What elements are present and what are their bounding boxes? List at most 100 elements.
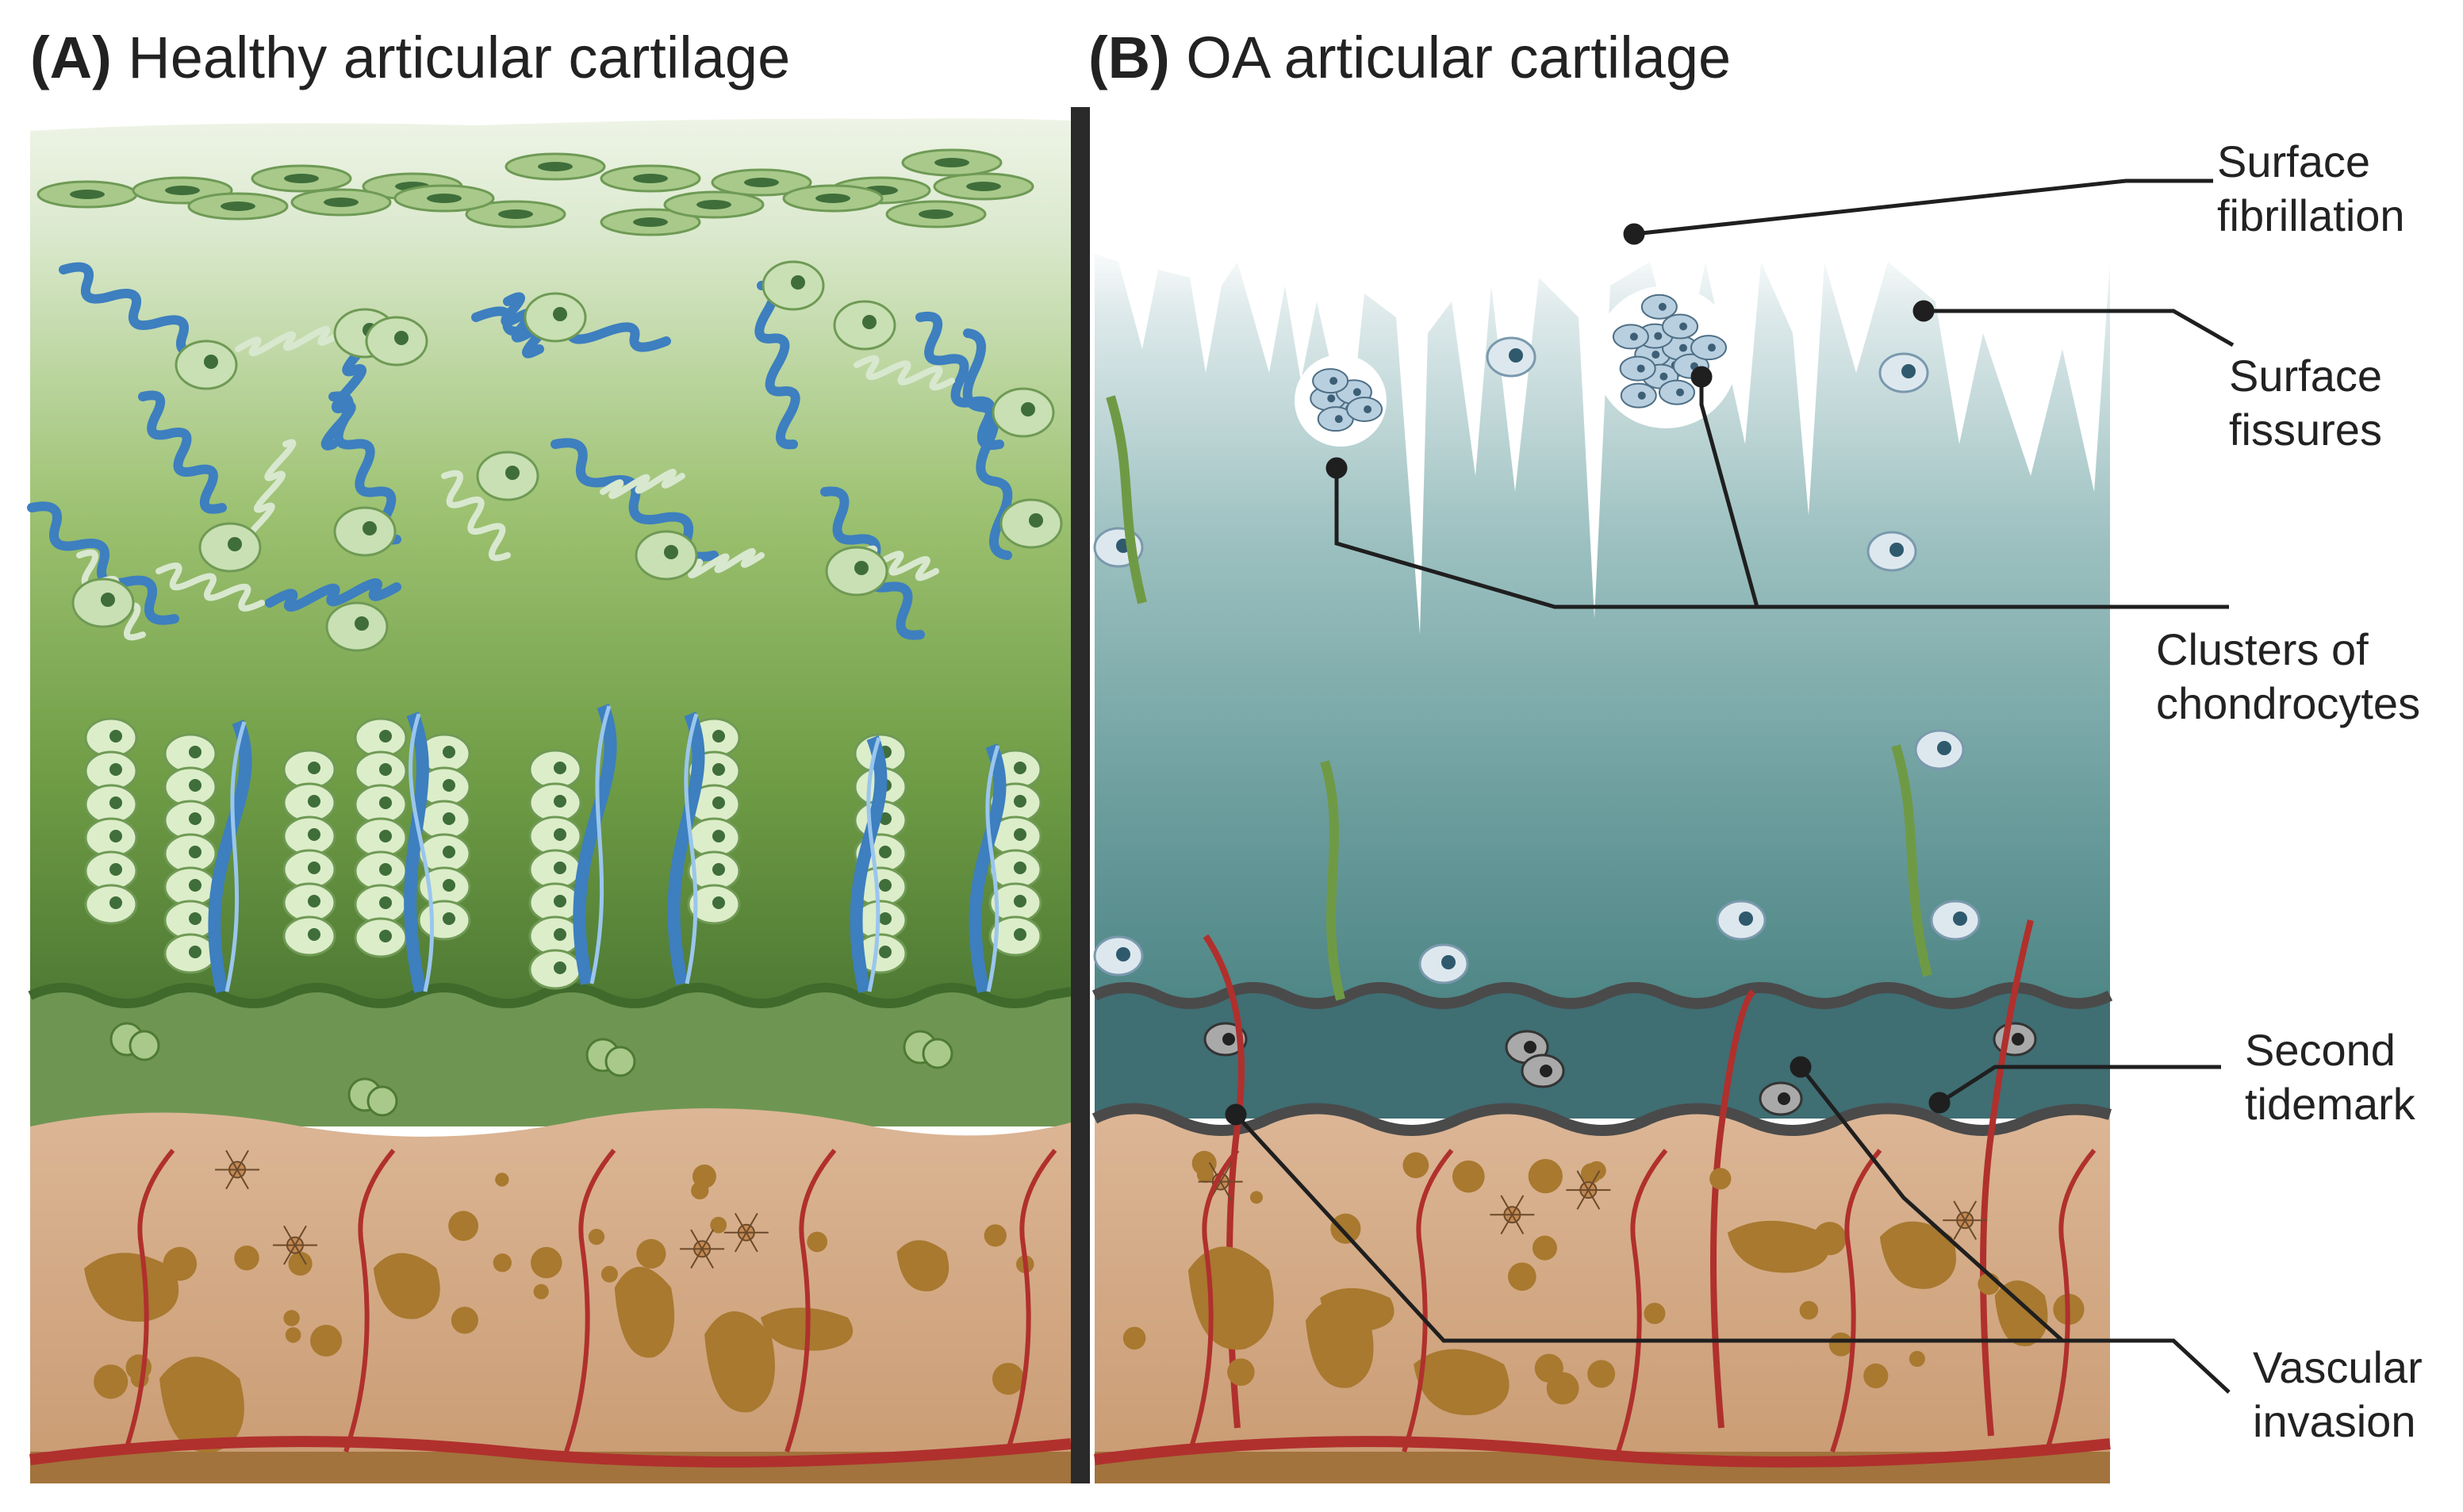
cell-nucleus xyxy=(308,795,320,808)
osteocyte-process xyxy=(1587,1170,1601,1191)
calcified-cell xyxy=(922,1038,953,1069)
cell-nucleus xyxy=(1116,947,1130,961)
oa-bone-features xyxy=(1094,1149,2111,1468)
proteoglycan-fiber xyxy=(679,548,765,578)
bone-spot xyxy=(1581,1163,1602,1184)
panel-a-illustration xyxy=(27,118,1072,1483)
cell-nucleus xyxy=(363,521,377,535)
osteocyte-process xyxy=(1500,1214,1513,1234)
cell-nucleus xyxy=(1524,1041,1536,1053)
dot-clusters-1 xyxy=(1325,457,1348,479)
collagen-fiber xyxy=(501,292,547,359)
healthy-cells-and-fibers xyxy=(27,148,1063,1117)
cell-nucleus xyxy=(744,178,779,187)
cell-nucleus xyxy=(1953,911,1967,926)
cell-nucleus xyxy=(1014,795,1026,808)
leader-second-tidemark xyxy=(1938,1065,2221,1105)
oa-second-tidemark xyxy=(1091,1103,2112,1136)
cell-nucleus xyxy=(554,795,566,808)
bone-lacuna xyxy=(1994,1280,2048,1347)
dot-clusters-2 xyxy=(1690,366,1713,388)
osteocyte-process xyxy=(701,1248,714,1269)
vessel-branch xyxy=(564,1149,616,1453)
cell-nucleus xyxy=(554,762,566,774)
cell-nucleus xyxy=(1678,343,1687,352)
osteocyte-process xyxy=(734,1212,747,1234)
cell-nucleus xyxy=(379,796,392,809)
bone-spot xyxy=(1330,1213,1361,1244)
bone-lacuna xyxy=(1879,1221,1957,1289)
collagen-fiber xyxy=(59,262,211,357)
cell-nucleus xyxy=(1889,543,1904,557)
cell-nucleus xyxy=(189,779,201,792)
bone-spot xyxy=(1828,1332,1853,1357)
osteocyte-process xyxy=(690,1229,703,1249)
osteocyte-icon xyxy=(1566,1170,1611,1210)
bone-spot xyxy=(1534,1353,1563,1383)
cell-nucleus xyxy=(712,730,725,743)
osteocyte-process xyxy=(745,1212,758,1234)
cell-nucleus xyxy=(1441,955,1456,969)
label-second-tidemark: Second tidemark xyxy=(2245,1025,2415,1129)
bone-lacuna xyxy=(373,1253,440,1319)
leader-surface-fissures xyxy=(1924,309,2235,347)
cell-nucleus xyxy=(1659,372,1668,381)
bone-spot xyxy=(531,1246,562,1279)
cell-nucleus xyxy=(664,545,678,559)
bone-spot xyxy=(1528,1159,1563,1194)
bone-spot xyxy=(1532,1235,1558,1261)
osteocyte-process xyxy=(1219,1161,1233,1183)
bone-spot xyxy=(710,1216,727,1234)
osteocyte-process xyxy=(1964,1200,1978,1221)
deep-collagen-fiber xyxy=(208,720,252,993)
cell-nucleus xyxy=(189,846,201,858)
cell-nucleus xyxy=(879,912,892,925)
blood-vessel xyxy=(1094,1436,2111,1468)
leader-vascular-1 xyxy=(1234,1113,2231,1394)
cell-nucleus xyxy=(427,194,462,203)
dot-second-tidemark xyxy=(1928,1092,1951,1114)
healthy-calcified-layer xyxy=(30,988,1071,1126)
osteocyte-process xyxy=(1511,1195,1525,1215)
proteoglycan-fiber xyxy=(600,469,685,499)
cell-nucleus xyxy=(1654,332,1663,340)
osteocyte-process xyxy=(1576,1170,1590,1191)
osteocyte-process xyxy=(225,1169,238,1190)
bone-lacuna xyxy=(1305,1300,1374,1388)
dot-surface-fibrillation xyxy=(1623,223,1645,245)
cell-nucleus xyxy=(355,616,369,631)
bone-spot xyxy=(1507,1262,1536,1291)
cell-nucleus xyxy=(189,912,201,925)
cell-nucleus xyxy=(443,912,455,925)
bone-spot xyxy=(451,1307,478,1334)
cell-nucleus xyxy=(101,593,115,607)
cell-nucleus xyxy=(324,198,359,207)
bone-lacuna xyxy=(159,1357,244,1453)
cell-nucleus xyxy=(538,162,573,171)
cell-nucleus xyxy=(379,730,392,743)
cell-nucleus xyxy=(189,946,201,958)
healthy-bone-features xyxy=(29,1149,1072,1468)
osteocyte-process xyxy=(690,1248,703,1269)
cell-nucleus xyxy=(379,863,392,876)
cell-nucleus xyxy=(204,355,218,369)
oa-surface-fibrillation xyxy=(1095,238,2110,635)
deep-collagen-fiber-highlight xyxy=(985,745,1000,992)
cell-nucleus xyxy=(696,200,731,209)
osteocyte-process xyxy=(701,1229,714,1249)
cell-nucleus xyxy=(1652,351,1660,359)
osteocyte-process xyxy=(1953,1200,1966,1221)
invading-vessel xyxy=(1980,919,2034,1437)
blood-vessel xyxy=(29,1436,1072,1468)
panel-b-title: (B) OA articular cartilage xyxy=(1088,24,1731,91)
bone-spot xyxy=(234,1245,259,1271)
label-surface-fibrillation: Surface fibrillation xyxy=(2217,136,2405,240)
cell-nucleus xyxy=(1021,402,1035,416)
cell-nucleus xyxy=(1636,364,1645,373)
cell-nucleus xyxy=(189,746,201,758)
osteocyte-process xyxy=(225,1149,238,1170)
cell-nucleus xyxy=(308,895,320,908)
collagen-fiber xyxy=(915,311,1004,451)
cell-nucleus xyxy=(1658,302,1667,311)
cell-nucleus xyxy=(1014,828,1026,841)
